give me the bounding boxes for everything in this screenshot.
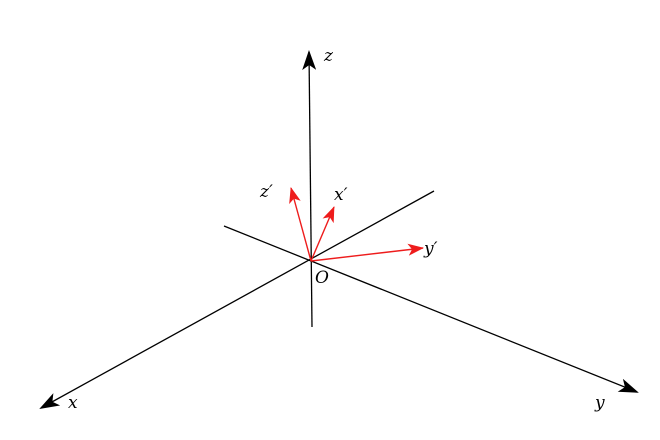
y-prime-label: y′ xyxy=(423,239,438,259)
z-axis-label: z xyxy=(323,46,334,66)
z-prime-label: z′ xyxy=(259,182,273,202)
z-prime-axis xyxy=(289,187,312,262)
y-axis xyxy=(223,225,639,393)
y-axis-label: y xyxy=(594,393,605,413)
y-prime-axis xyxy=(310,243,424,262)
x-prime-axis xyxy=(310,206,335,262)
x-axis xyxy=(39,190,435,409)
x-prime-label: x′ xyxy=(334,185,348,205)
z-axis xyxy=(302,50,317,328)
origin-label: O xyxy=(315,268,329,288)
x-axis-label: x xyxy=(68,393,78,413)
